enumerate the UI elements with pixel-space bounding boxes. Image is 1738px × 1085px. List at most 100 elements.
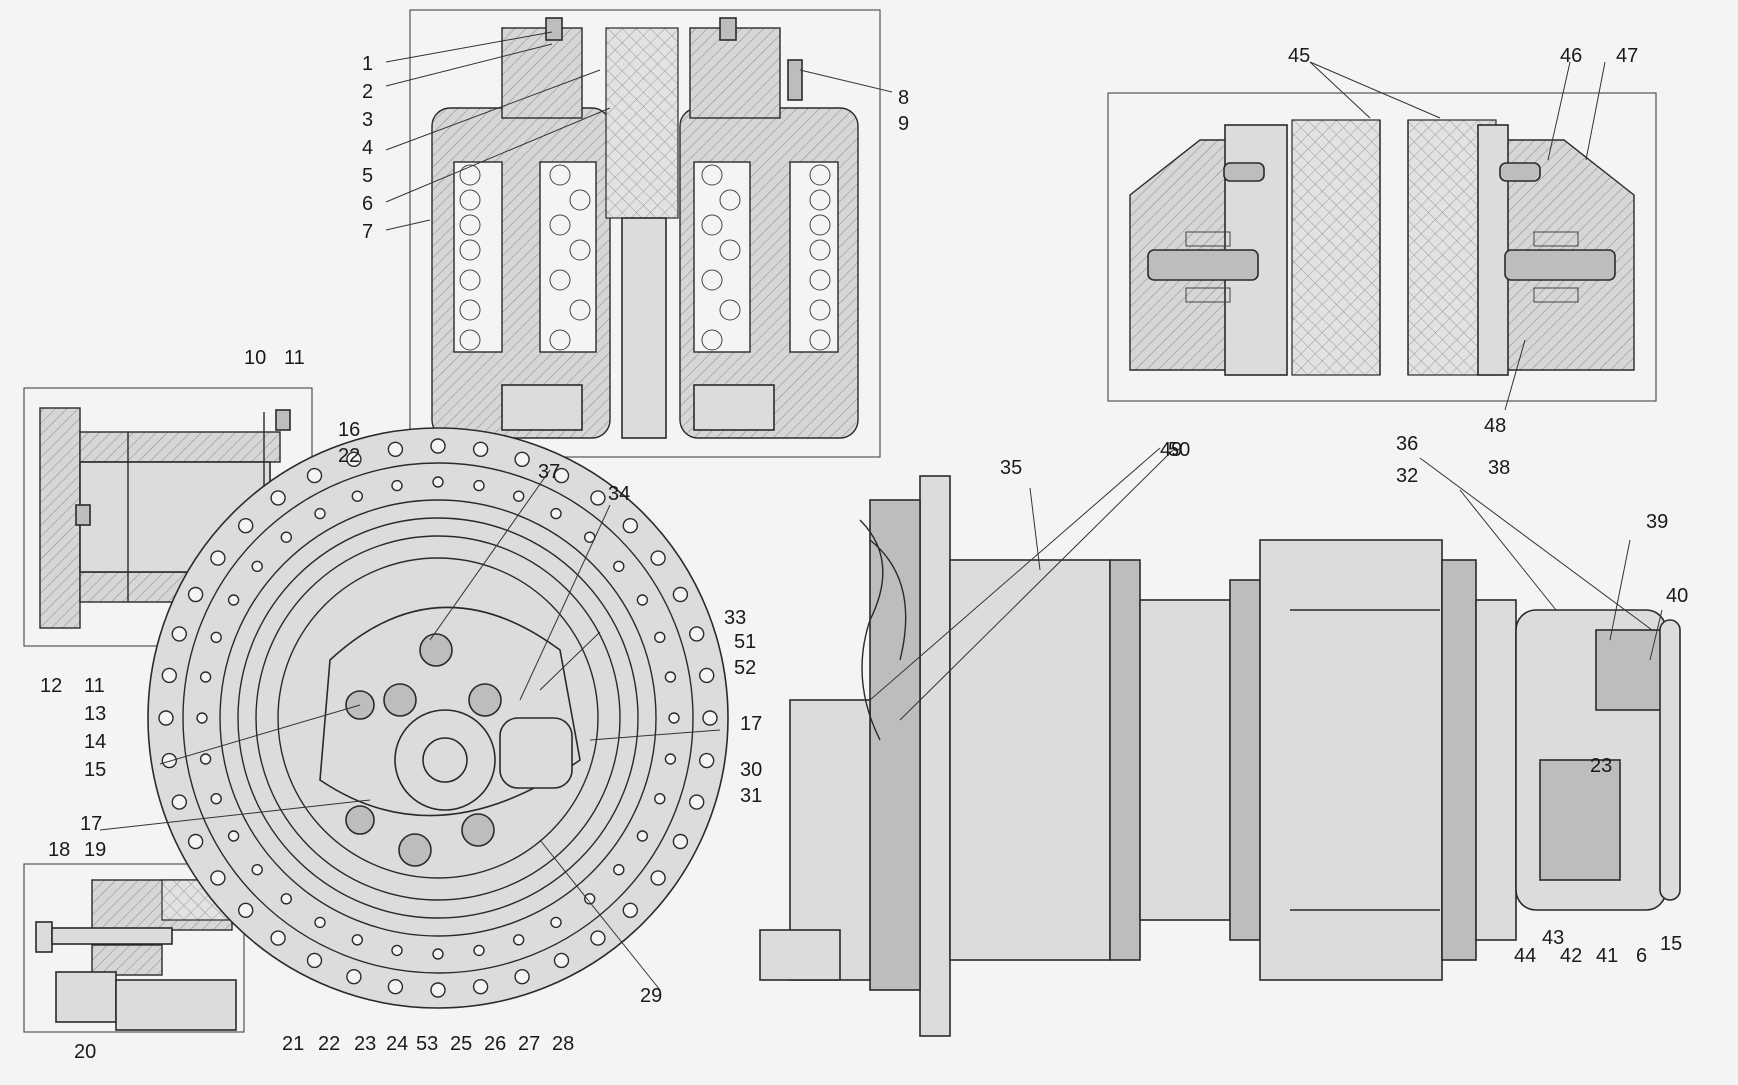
callout-1: 1 bbox=[362, 53, 373, 75]
bolt-hole bbox=[171, 626, 188, 642]
bolt-hole bbox=[280, 531, 292, 543]
bolt-hole bbox=[514, 969, 530, 985]
callout-29: 29 bbox=[640, 985, 662, 1007]
callout-23-left: 23 bbox=[354, 1033, 376, 1055]
callout-41: 41 bbox=[1596, 945, 1618, 967]
callout-30: 30 bbox=[740, 759, 762, 781]
callout-7: 7 bbox=[362, 221, 373, 243]
callout-43: 43 bbox=[1542, 927, 1564, 949]
bolt-hole bbox=[199, 671, 212, 683]
callout-8: 8 bbox=[898, 87, 909, 109]
callout-32: 32 bbox=[1396, 465, 1418, 487]
callout-34: 34 bbox=[608, 483, 630, 505]
bolt-hole bbox=[513, 490, 525, 502]
callout-47: 47 bbox=[1616, 45, 1638, 67]
callout-53: 53 bbox=[416, 1033, 438, 1055]
bolt-hole bbox=[314, 916, 326, 929]
bolt-hole bbox=[636, 830, 649, 842]
callout-25: 25 bbox=[450, 1033, 472, 1055]
callout-27: 27 bbox=[518, 1033, 540, 1055]
callout-9: 9 bbox=[898, 113, 909, 135]
callout-6: 6 bbox=[362, 193, 373, 215]
detail-brake-section bbox=[409, 9, 881, 458]
bolt-hole bbox=[650, 870, 666, 886]
callout-10: 10 bbox=[244, 347, 266, 369]
callout-42: 42 bbox=[1560, 945, 1582, 967]
callout-35: 35 bbox=[1000, 457, 1022, 479]
callout-26: 26 bbox=[484, 1033, 506, 1055]
callout-50: 50 bbox=[1168, 439, 1190, 461]
bolt-hole bbox=[187, 833, 204, 850]
callout-22-top: 22 bbox=[338, 445, 360, 467]
callout-17-left: 17 bbox=[80, 813, 102, 835]
callout-21: 21 bbox=[282, 1033, 304, 1055]
callout-45: 45 bbox=[1288, 45, 1310, 67]
callout-36: 36 bbox=[1396, 433, 1418, 455]
bolt-hole bbox=[689, 626, 705, 642]
callout-22-bottom: 22 bbox=[318, 1033, 340, 1055]
bolt-hole bbox=[622, 902, 638, 918]
callout-labels: 1 2 3 4 5 6 7 8 9 10 11 11 12 13 14 15 1… bbox=[40, 45, 1688, 1063]
bolt-hole bbox=[430, 438, 446, 454]
callout-18: 18 bbox=[48, 839, 70, 861]
callout-52: 52 bbox=[734, 657, 756, 679]
bolt-hole bbox=[613, 560, 625, 572]
bolt-hole bbox=[430, 982, 446, 998]
bolt-hole bbox=[553, 952, 570, 969]
bolt-hole bbox=[689, 794, 705, 810]
bolt-hole bbox=[387, 441, 404, 457]
bolt-hole bbox=[346, 969, 362, 985]
callout-11-top: 11 bbox=[284, 347, 305, 369]
bolt-hole bbox=[171, 794, 188, 810]
bolt-hole bbox=[227, 594, 240, 606]
bolt-hole bbox=[432, 948, 444, 960]
bolt-hole bbox=[227, 830, 240, 842]
callout-11-bottom: 11 bbox=[84, 675, 105, 697]
callout-14: 14 bbox=[84, 731, 106, 753]
callout-5: 5 bbox=[362, 165, 373, 187]
callout-23-right: 23 bbox=[1590, 755, 1612, 777]
callout-15-left: 15 bbox=[84, 759, 106, 781]
bolt-hole bbox=[391, 944, 403, 957]
bolt-hole bbox=[237, 518, 254, 534]
bolt-hole bbox=[550, 916, 562, 929]
bolt-hole bbox=[672, 833, 689, 850]
bolt-hole bbox=[590, 490, 606, 506]
bolt-hole bbox=[196, 712, 208, 724]
bolt-hole bbox=[210, 793, 222, 805]
callout-44: 44 bbox=[1514, 945, 1536, 967]
bolt-hole bbox=[513, 934, 525, 946]
bolt-hole bbox=[668, 712, 680, 724]
callout-39: 39 bbox=[1646, 511, 1668, 533]
bolt-hole bbox=[280, 893, 292, 905]
callout-33: 33 bbox=[724, 607, 746, 629]
callout-6-right: 6 bbox=[1636, 945, 1647, 967]
bolt-hole bbox=[472, 979, 489, 995]
side-view-assembly bbox=[759, 475, 1681, 1037]
bolt-hole bbox=[251, 864, 263, 876]
callout-4: 4 bbox=[362, 137, 373, 159]
bolt-hole bbox=[553, 467, 570, 484]
front-view-flange bbox=[147, 427, 729, 1009]
bolt-hole bbox=[514, 451, 530, 467]
bolt-hole bbox=[187, 586, 204, 603]
bolt-hole bbox=[702, 710, 718, 726]
callout-38: 38 bbox=[1488, 457, 1510, 479]
bolt-hole bbox=[650, 550, 666, 566]
bolt-hole bbox=[654, 631, 666, 643]
bolt-hole bbox=[210, 550, 226, 566]
detail-piston-section bbox=[1107, 92, 1657, 402]
bolt-hole bbox=[351, 934, 363, 946]
bolt-hole bbox=[473, 944, 485, 957]
bolt-hole bbox=[699, 752, 715, 769]
callout-16: 16 bbox=[338, 419, 360, 441]
bolt-hole bbox=[314, 507, 326, 520]
callout-2: 2 bbox=[362, 81, 373, 103]
bolt-hole bbox=[590, 930, 606, 946]
bolt-hole bbox=[346, 451, 362, 467]
callout-51: 51 bbox=[734, 631, 756, 653]
bolt-hole bbox=[672, 586, 689, 603]
bolt-hole bbox=[387, 979, 404, 995]
callout-15-right: 15 bbox=[1660, 933, 1682, 955]
